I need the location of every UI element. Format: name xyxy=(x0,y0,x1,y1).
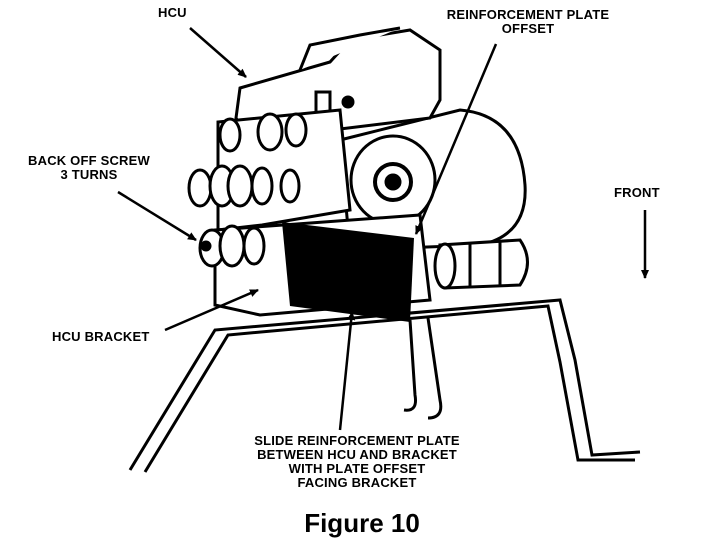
label-back-off-line2: 3 TURNS xyxy=(60,167,118,182)
hcu-bracket-shape xyxy=(128,298,641,473)
label-reinforcement-line2: OFFSET xyxy=(501,21,555,36)
label-reinforcement-plate-offset: REINFORCEMENT PLATE OFFSET xyxy=(418,8,638,36)
label-reinforcement-line1: REINFORCEMENT PLATE xyxy=(446,7,610,22)
front-connector xyxy=(433,238,529,290)
label-back-off-line1: BACK OFF SCREW xyxy=(28,153,150,168)
label-front: FRONT xyxy=(614,185,660,200)
leader-lines xyxy=(117,27,649,431)
figure-caption: Figure 10 xyxy=(304,508,420,538)
label-slide-line2: BETWEEN HCU AND BRACKET xyxy=(257,447,457,462)
label-slide-line1: SLIDE REINFORCEMENT PLATE xyxy=(254,433,460,448)
label-slide-line4: FACING BRACKET xyxy=(297,475,417,490)
reinforcement-plate xyxy=(282,222,414,322)
motor-housing xyxy=(338,108,527,252)
label-back-off-screw: BACK OFF SCREW 3 TURNS xyxy=(4,154,174,182)
label-hcu-bracket: HCU BRACKET xyxy=(52,329,150,344)
label-hcu: HCU xyxy=(158,5,187,20)
label-slide-instruction: SLIDE REINFORCEMENT PLATE BETWEEN HCU AN… xyxy=(222,434,492,490)
valve-body xyxy=(187,108,352,232)
label-slide-line3: WITH PLATE OFFSET xyxy=(288,461,426,476)
